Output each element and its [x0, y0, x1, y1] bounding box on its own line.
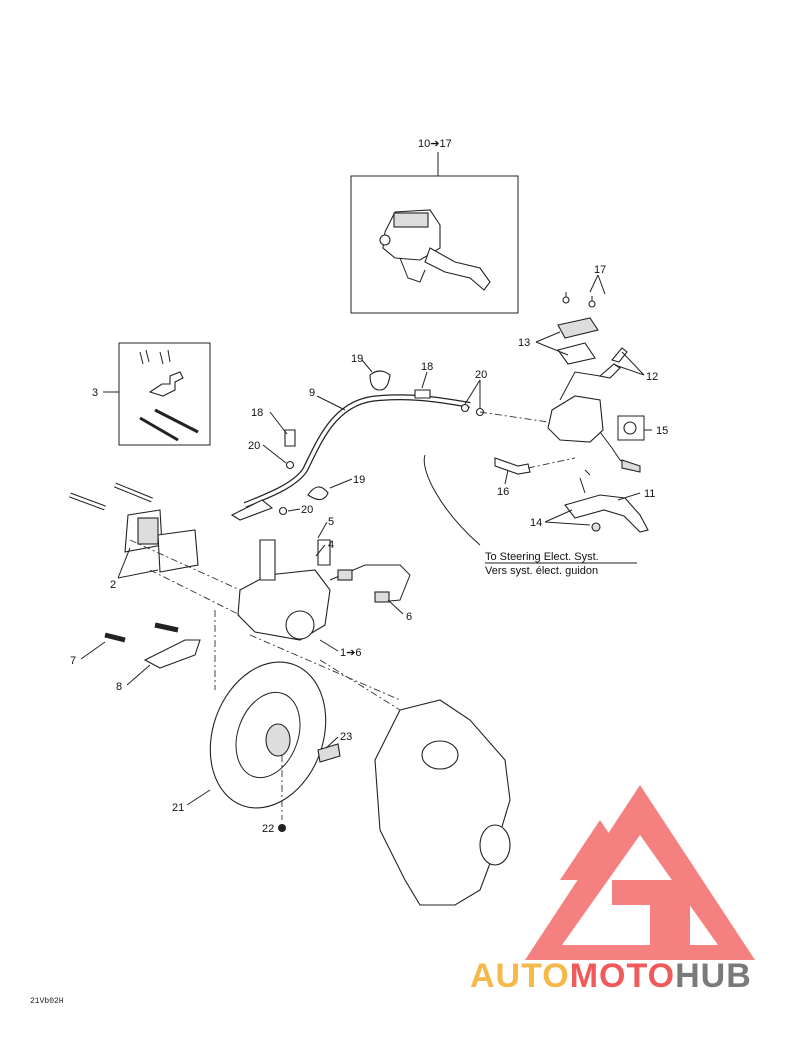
master-cylinder-parts	[494, 292, 649, 533]
steering-note-english: To Steering Elect. Syst.	[485, 551, 599, 563]
watermark-logo-mark	[525, 785, 755, 960]
callout-16: 16	[497, 486, 509, 498]
brake-caliper-assembly	[69, 482, 411, 701]
brake-hose-line	[230, 370, 549, 546]
callout-14: 14	[530, 517, 542, 529]
callout-22: 22	[262, 823, 274, 835]
callout-19-lower: 19	[353, 474, 365, 486]
callout-19-top: 19	[351, 353, 363, 365]
callout-1-6: 1➔6	[340, 647, 361, 659]
callout-15: 15	[656, 425, 668, 437]
figure-code: 21Vb02H	[30, 997, 64, 1006]
callout-labels: 10➔17 17 13 12 15 3 19 18 20 9 18 20 20 …	[70, 138, 668, 835]
callout-10-17: 10➔17	[418, 138, 452, 150]
callout-17: 17	[594, 264, 606, 276]
watermark-text: AUTOMOTOHUB	[470, 957, 752, 995]
brake-disc-and-housing	[209, 659, 511, 906]
callout-21: 21	[172, 802, 184, 814]
callout-13: 13	[518, 337, 530, 349]
watermark-text-hub: HUB	[675, 957, 752, 995]
watermark-text-moto: MOTO	[570, 957, 675, 995]
watermark-text-auto: AUTO	[470, 957, 570, 995]
callout-6: 6	[406, 611, 412, 623]
callout-20-lower: 20	[301, 504, 313, 516]
callout-20-right: 20	[475, 369, 487, 381]
callout-leaders	[80, 274, 652, 806]
master-cylinder-detail-box	[350, 152, 519, 314]
callout-7: 7	[70, 655, 76, 667]
callout-20-left: 20	[248, 440, 260, 452]
callout-3: 3	[92, 387, 98, 399]
callout-12: 12	[646, 371, 658, 383]
pin-kit-box	[103, 342, 211, 446]
callout-4: 4	[328, 539, 334, 551]
callout-18-left: 18	[251, 407, 263, 419]
callout-9: 9	[309, 387, 315, 399]
callout-8: 8	[116, 681, 122, 693]
svg-text:AUTOMOTOHUB: AUTOMOTOHUB	[470, 957, 752, 995]
callout-23: 23	[340, 731, 352, 743]
callout-11: 11	[644, 488, 655, 500]
steering-note-french: Vers syst. élect. guidon	[485, 565, 598, 577]
steering-system-note: To Steering Elect. Syst. Vers syst. élec…	[485, 551, 637, 577]
callout-2: 2	[110, 579, 116, 591]
callout-5: 5	[328, 516, 334, 528]
callout-18-right: 18	[421, 361, 433, 373]
